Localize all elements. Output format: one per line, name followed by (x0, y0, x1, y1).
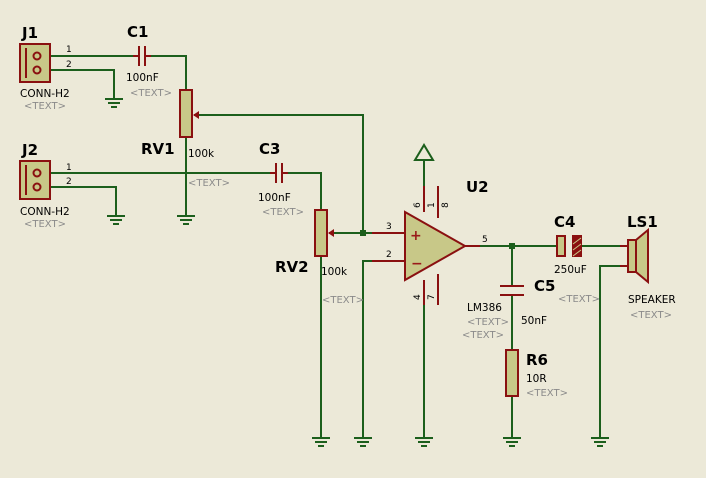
u2-pin3-number: 3 (386, 222, 392, 232)
j1-pin2-number: 2 (66, 60, 72, 70)
rv2-text-placeholder: <TEXT> (322, 295, 364, 306)
capacitor-c1[interactable]: C1 100nF <TEXT> (126, 23, 172, 99)
wire-j1-pin2 (50, 69, 115, 98)
ls1-value-label: SPEAKER (628, 294, 676, 306)
opamp-u2[interactable]: + − 3 2 5 6 1 8 4 7 U2 LM386 <TEXT> (372, 178, 509, 328)
j2-text-placeholder: <TEXT> (24, 219, 66, 230)
junction-dots (360, 230, 515, 249)
capacitor-c4[interactable]: C4 250uF <TEXT> (554, 213, 600, 305)
u2-text-placeholder: <TEXT> (467, 317, 509, 328)
u2-pin5-number: 5 (482, 235, 488, 245)
j1-ref-label: J1 (21, 24, 38, 42)
connector-j1[interactable]: 1 2 J1 CONN-H2 <TEXT> (19, 24, 72, 112)
ground-j2 (107, 215, 125, 225)
rv1-ref-label: RV1 (141, 140, 175, 158)
j2-pin1-number: 1 (66, 163, 72, 173)
rv2-ref-label: RV2 (275, 258, 309, 276)
j1-value-label: CONN-H2 (20, 88, 70, 100)
junction-rv-wiper (360, 230, 366, 236)
j1-pin1-number: 1 (66, 45, 72, 55)
ground-rv1 (177, 215, 195, 225)
c5-ref-label: C5 (534, 277, 555, 295)
rv1-text-placeholder: <TEXT> (188, 178, 230, 189)
u2-value-label: LM386 (467, 302, 502, 314)
wire-j2-pin2 (50, 186, 117, 215)
u2-pin7-number: 7 (427, 294, 437, 300)
r6-value-label: 10R (526, 373, 547, 385)
wire-c1-rv1 (151, 55, 187, 90)
r6-ref-label: R6 (526, 351, 548, 369)
c1-ref-label: C1 (127, 23, 148, 41)
j2-value-label: CONN-H2 (20, 206, 70, 218)
u2-pin2-number: 2 (386, 250, 392, 260)
j2-pin2-number: 2 (66, 177, 72, 187)
potentiometer-rv2[interactable]: RV2 100k <TEXT> (275, 209, 364, 306)
ground-rv2 (312, 437, 330, 447)
c5-value-label: 50nF (521, 315, 547, 327)
c1-value-label: 100nF (126, 72, 159, 84)
connector-j2[interactable]: 1 2 J2 CONN-H2 <TEXT> (19, 141, 72, 230)
wire-rv1-wiper (196, 114, 364, 233)
u2-pin8-number: 8 (441, 202, 451, 208)
capacitor-c5[interactable]: C5 50nF <TEXT> (462, 277, 555, 341)
u2-ref-label: U2 (466, 178, 489, 196)
c3-ref-label: C3 (259, 140, 280, 158)
opamp-plus-sign: + (410, 228, 422, 244)
ground-j1 (105, 98, 123, 108)
capacitor-c3[interactable]: C3 100nF <TEXT> (258, 140, 304, 218)
c4-ref-label: C4 (554, 213, 575, 231)
ground-speaker (591, 437, 609, 447)
ground-r6 (503, 437, 521, 447)
c5-text-placeholder: <TEXT> (462, 330, 504, 341)
wire-speaker-gnd (599, 265, 628, 437)
resistor-r6[interactable]: R6 10R <TEXT> (505, 349, 568, 399)
speaker-ls1[interactable]: LS1 SPEAKER <TEXT> (620, 213, 676, 321)
ground-opamp-minus (354, 437, 372, 447)
ls1-ref-label: LS1 (627, 213, 658, 231)
rv1-value-label: 100k (188, 148, 215, 160)
potentiometer-rv1[interactable]: RV1 100k <TEXT> (141, 89, 230, 189)
rv2-value-label: 100k (321, 266, 348, 278)
wire-c3-rv2 (288, 172, 322, 210)
c3-value-label: 100nF (258, 192, 291, 204)
wire-opamp-minus (362, 260, 405, 437)
j2-ref-label: J2 (21, 141, 38, 159)
opamp-minus-sign: − (411, 256, 423, 272)
c4-text-placeholder: <TEXT> (558, 294, 600, 305)
c1-text-placeholder: <TEXT> (130, 88, 172, 99)
u2-pin4-number: 4 (413, 294, 423, 300)
junction-output (509, 243, 515, 249)
r6-text-placeholder: <TEXT> (526, 388, 568, 399)
ground-symbols (105, 98, 609, 447)
ls1-text-placeholder: <TEXT> (630, 310, 672, 321)
u2-pin6-number: 6 (413, 202, 423, 208)
c3-text-placeholder: <TEXT> (262, 207, 304, 218)
j1-text-placeholder: <TEXT> (24, 101, 66, 112)
c4-value-label: 250uF (554, 264, 587, 276)
vcc-power-symbol (413, 143, 435, 161)
u2-pin1-number: 1 (427, 202, 437, 208)
ground-pin4 (415, 437, 433, 447)
